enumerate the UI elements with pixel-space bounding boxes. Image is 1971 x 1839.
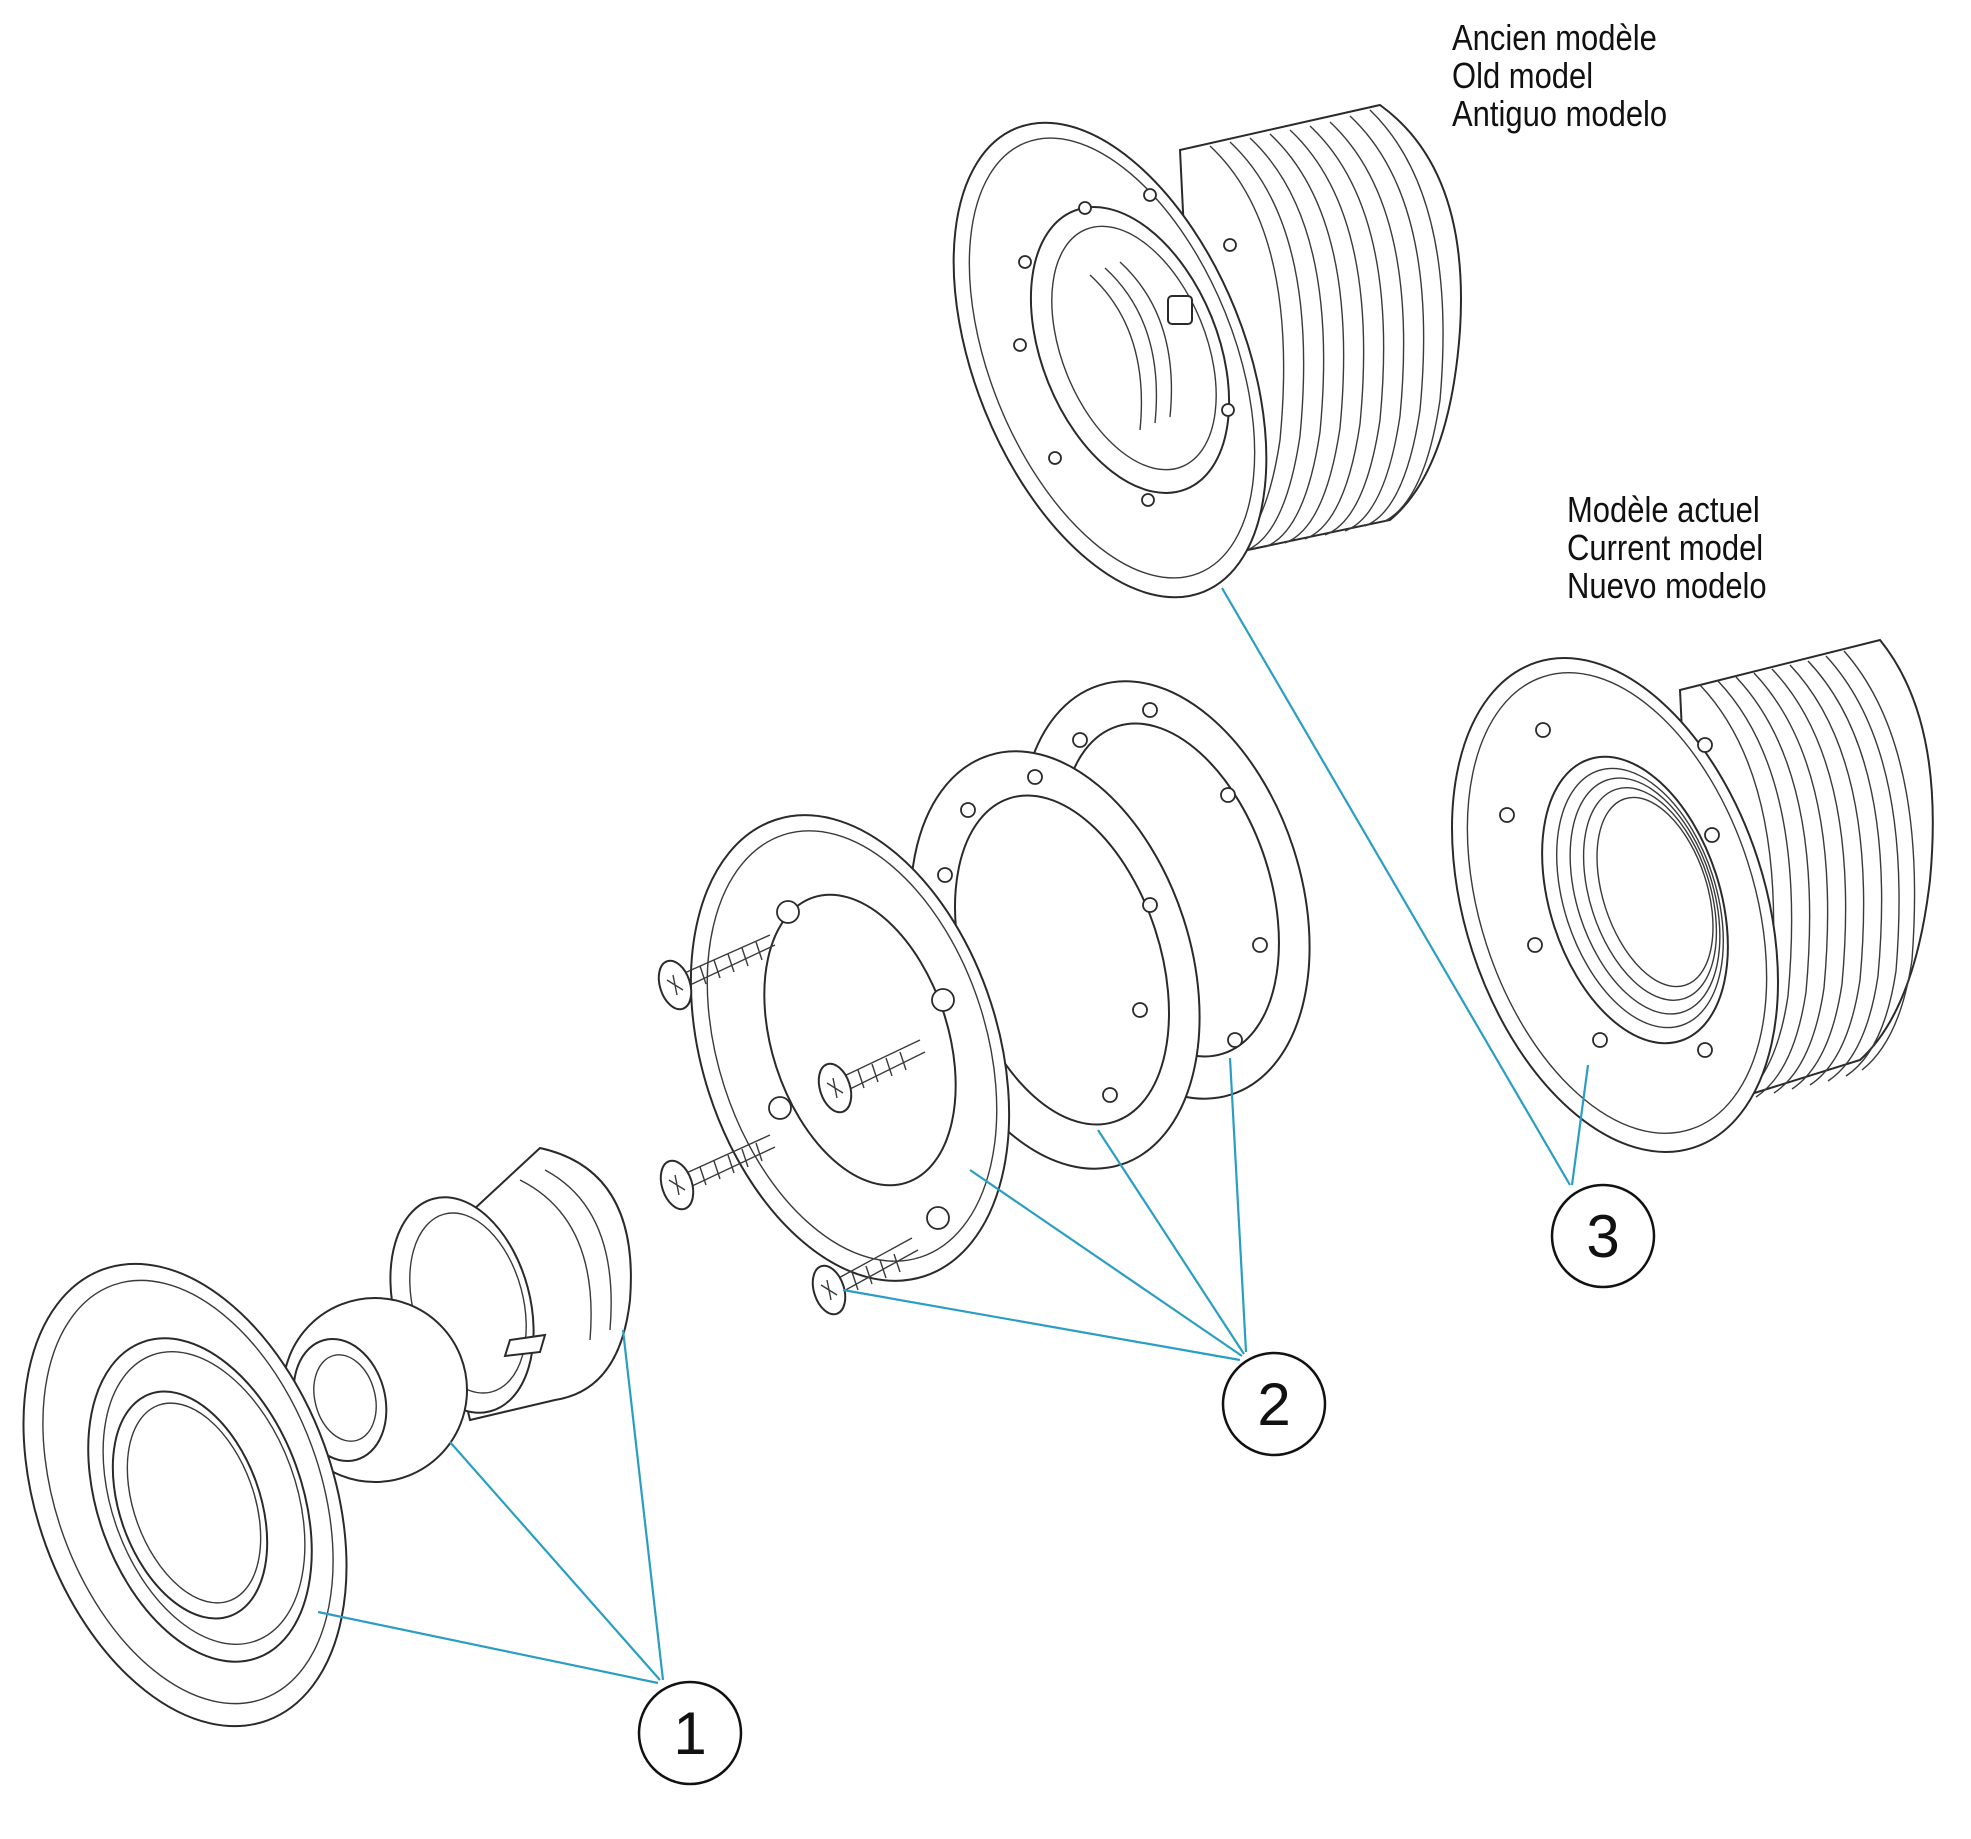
current-model-inner-threads [1555,767,1725,1029]
leader-3b [1570,1064,1590,1186]
screw-3 [659,1134,776,1211]
nozzle-face-plate [22,1262,348,1728]
old-model-inner-threads [1089,261,1173,431]
leader-2c [1097,1129,1245,1355]
leader-1b [449,1441,661,1681]
old-model-label: Ancien modèle Old model Antiguo modelo [1452,19,1702,133]
callout-3: 3 [1550,1183,1656,1289]
screw-4 [811,1237,919,1316]
current-model-label-fr: Modèle actuel [1567,489,1760,530]
leader-2b [969,1169,1243,1357]
flange-ring [689,814,1011,1282]
leader-2d [1228,1057,1248,1353]
old-model-label-fr: Ancien modèle [1452,17,1657,58]
face-plate-teeth [102,1351,306,1645]
current-model-label-en: Current model [1567,527,1764,568]
leader-1a [317,1610,659,1685]
screw-1 [657,934,776,1011]
svg-text:2: 2 [1257,1371,1290,1438]
old-model-wall-fitting [952,103,1462,599]
callout-1: 1 [637,1680,743,1786]
svg-text:1: 1 [673,1700,706,1767]
old-model-label-es: Antiguo modelo [1452,93,1668,134]
leader-2a [842,1288,1241,1362]
current-model-label-es: Nuevo modelo [1567,565,1767,606]
callout-2: 2 [1221,1351,1327,1457]
old-model-threads [1209,109,1444,556]
current-model-wall-fitting [1451,638,1934,1153]
old-model-label-en: Old model [1452,55,1594,96]
leader-1c [621,1329,665,1681]
current-model-label: Modèle actuel Current model Nuevo modelo [1567,491,1799,605]
svg-text:3: 3 [1586,1203,1619,1270]
leader-3a [1221,587,1571,1186]
screw-2 [817,1039,926,1114]
leader-lines [317,587,1590,1685]
